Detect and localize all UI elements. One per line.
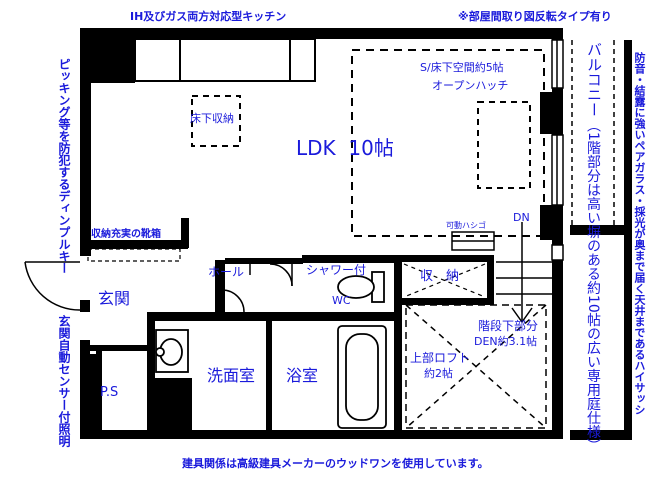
ps-label: P.S [100, 385, 119, 400]
bathroom-label: 浴室 [286, 366, 319, 385]
wc-label: WC [332, 294, 351, 307]
movable-ladder-label: 可動ハシゴ [446, 221, 486, 230]
upper-loft-label-2: 約2帖 [424, 367, 453, 380]
shower-label: シャワー付 [306, 263, 367, 277]
bathtub [337, 325, 387, 429]
bottom-note: 建具関係は高級建具メーカーのウッドワンを使用しています。 [182, 457, 489, 470]
left-note-sensor-light: 玄関自動センサー付照明 [57, 315, 71, 447]
kitchen-counter [134, 38, 316, 82]
closet-hatch [403, 263, 486, 298]
shoe-closet-label: 収納充実の靴箱 [91, 229, 161, 240]
ps-shaft [88, 354, 96, 430]
open-hatch-outline [477, 101, 531, 189]
toilet [337, 271, 385, 303]
floor-storage-hatch [191, 95, 241, 147]
stair-arrow [496, 222, 552, 324]
washroom-label: 洗面室 [207, 366, 256, 385]
stair-den-label-1: 階段下部分 [478, 319, 539, 333]
windows [551, 39, 564, 261]
balcony-rail [571, 40, 615, 225]
hall-label: ホール [208, 265, 245, 279]
hall-doors [221, 263, 293, 313]
under-floor-space-label: S/床下空間約5帖 [420, 61, 504, 74]
top-right-note: ※部屋間取り図反転タイプ有り [458, 10, 612, 23]
loft-cross [405, 304, 547, 429]
open-hatch-label: オープンハッチ [432, 79, 509, 92]
dn-label: DN [513, 211, 530, 224]
stair-den-label-2: DEN約3.1帖 [474, 335, 538, 348]
balcony-detail: （1階部分は高い塀のある約10帖の広い専用庭仕様） [585, 118, 601, 453]
shoe-closet-outline [87, 248, 181, 262]
left-note-dimple-key: ピッキング等を防犯するディンプルキー [57, 58, 71, 274]
closet-label: 収 納 [420, 269, 460, 284]
right-note-high-sash: 防音・結露に強いペアガラス・採光が奥まで届く天井まであるハイサッシ [633, 52, 646, 415]
under-floor-space-outline [351, 49, 545, 237]
entrance-label: 玄関 [98, 289, 131, 308]
top-left-note: IH及びガス両方対応型キッチン [130, 10, 287, 23]
washbasin [155, 329, 189, 373]
balcony-label: バルコニー [585, 42, 603, 117]
upper-loft-label-1: 上部ロフト [410, 351, 471, 365]
entrance-door [24, 261, 81, 311]
floor-storage-label: 床下収納 [190, 112, 234, 125]
ldk-label: LDK 10帖 [296, 136, 394, 160]
movable-ladder [451, 231, 495, 251]
